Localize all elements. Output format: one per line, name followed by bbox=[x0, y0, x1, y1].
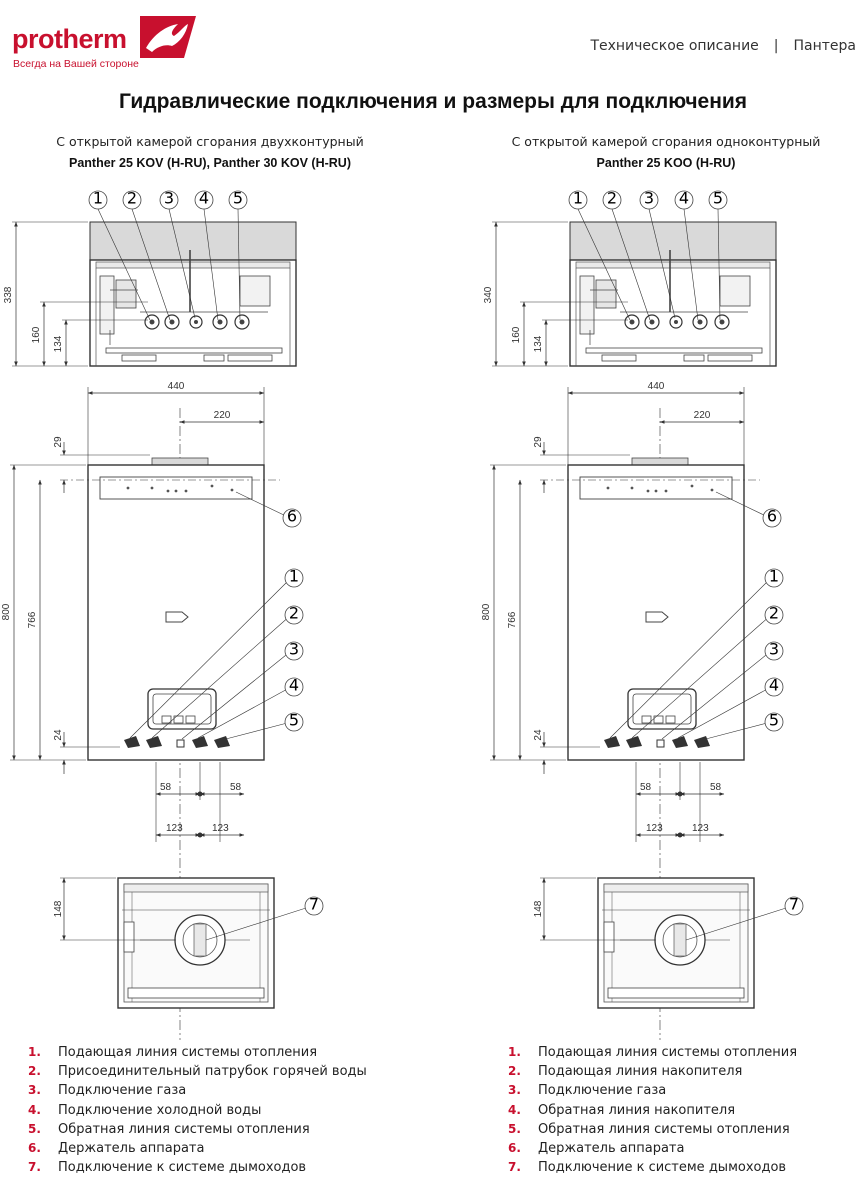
doc-header: Техническое описание | Пантера bbox=[590, 38, 856, 54]
right-dimension-labels: 340 160 134 440 220 29 800 766 24 58 58 … bbox=[481, 286, 722, 917]
left-dimension-labels: 338 160 134 440 220 29 800 766 24 58 58 … bbox=[1, 286, 242, 917]
left-dim-58b: 58 bbox=[230, 782, 242, 793]
left-dim-bottom-depth: 148 bbox=[53, 900, 64, 917]
left-dim-half-width: 220 bbox=[214, 410, 231, 421]
logo-tagline: Всегда на Вашей стороне bbox=[13, 58, 139, 70]
right-dim-58b: 58 bbox=[710, 782, 722, 793]
left-dim-height: 800 bbox=[1, 603, 12, 620]
legend-item: 1.Подающая линия системы отопления bbox=[28, 1045, 318, 1060]
left-model: Panther 25 KOV (H-RU), Panther 30 KOV (H… bbox=[69, 156, 351, 170]
left-diagram: 338 160 134 440 220 29 800 766 24 58 58 … bbox=[1, 189, 323, 1041]
right-dim-height-inner: 766 bbox=[507, 611, 518, 628]
legend-item: 7.Подключение к системе дымоходов bbox=[28, 1160, 307, 1176]
right-dim-top-conn-a: 160 bbox=[511, 326, 522, 343]
left-subtitle: С открытой камерой сгорания двухконтурны… bbox=[56, 134, 364, 149]
legend-item: 4.Обратная линия накопителя bbox=[508, 1102, 736, 1118]
left-dim-top-height: 338 bbox=[3, 286, 14, 303]
right-dim-width: 440 bbox=[648, 381, 665, 392]
right-dim-58a: 58 bbox=[640, 782, 652, 793]
legend-item: 2.Подающая линия накопителя bbox=[508, 1064, 743, 1080]
legend-item: 7.Подключение к системе дымоходов bbox=[508, 1160, 787, 1176]
right-dim-half-width: 220 bbox=[694, 410, 711, 421]
left-dim-123b: 123 bbox=[212, 823, 229, 834]
right-dim-height: 800 bbox=[481, 603, 492, 620]
left-dim-top-conn-a: 160 bbox=[31, 326, 42, 343]
right-dim-top-conn-b: 134 bbox=[533, 335, 544, 352]
left-legend: 1.Подающая линия системы отопления 2.При… bbox=[28, 1043, 367, 1177]
connection-diagrams: 1 2 3 4 5 bbox=[1, 180, 866, 1041]
doc-product: Пантера bbox=[793, 38, 857, 54]
legend-item: 5.Обратная линия системы отопления bbox=[28, 1121, 310, 1137]
left-dim-height-inner: 766 bbox=[27, 611, 38, 628]
right-dim-offset-top: 29 bbox=[533, 436, 544, 448]
legend-item: 2.Присоединительный патрубок горячей вод… bbox=[28, 1064, 367, 1080]
right-dim-bottom-depth: 148 bbox=[533, 900, 544, 917]
right-dim-top-height: 340 bbox=[483, 286, 494, 303]
protherm-logo[interactable]: protherm Всегда на Вашей стороне bbox=[10, 14, 196, 70]
legend-item: 4.Подключение холодной воды bbox=[28, 1102, 262, 1118]
page-title: Гидравлические подключения и размеры для… bbox=[118, 90, 748, 113]
left-dim-width: 440 bbox=[168, 381, 185, 392]
right-diagram: 340 160 134 440 220 29 800 766 24 58 58 … bbox=[481, 189, 803, 1041]
legend-item: 3.Подключение газа bbox=[28, 1083, 187, 1099]
right-dim-bottom-offset: 24 bbox=[533, 729, 544, 741]
left-dim-top-conn-b: 134 bbox=[53, 335, 64, 352]
legend-item: 3.Подключение газа bbox=[508, 1083, 667, 1099]
left-dim-offset-top: 29 bbox=[53, 436, 64, 448]
right-dim-123b: 123 bbox=[692, 823, 709, 834]
logo-wordmark: protherm bbox=[12, 24, 127, 54]
legend-item: 5.Обратная линия системы отопления bbox=[508, 1121, 790, 1137]
legend-item: 6.Держатель аппарата bbox=[28, 1141, 205, 1157]
right-subtitle: С открытой камерой сгорания одноконтурны… bbox=[511, 134, 821, 149]
left-dim-bottom-offset: 24 bbox=[53, 729, 64, 741]
left-dim-123a: 123 bbox=[166, 823, 183, 834]
right-dim-123a: 123 bbox=[646, 823, 663, 834]
doc-section: Техническое описание bbox=[590, 38, 759, 54]
right-legend: 1.Подающая линия системы отопления 2.Под… bbox=[508, 1043, 797, 1177]
right-model: Panther 25 KOO (H-RU) bbox=[596, 156, 736, 170]
legend-item: 6.Держатель аппарата bbox=[508, 1141, 685, 1157]
header-separator: | bbox=[773, 38, 779, 54]
left-dim-58a: 58 bbox=[160, 782, 172, 793]
legend-item: 1.Подающая линия системы отопления bbox=[508, 1045, 798, 1060]
logo-tiger-icon bbox=[140, 16, 196, 58]
